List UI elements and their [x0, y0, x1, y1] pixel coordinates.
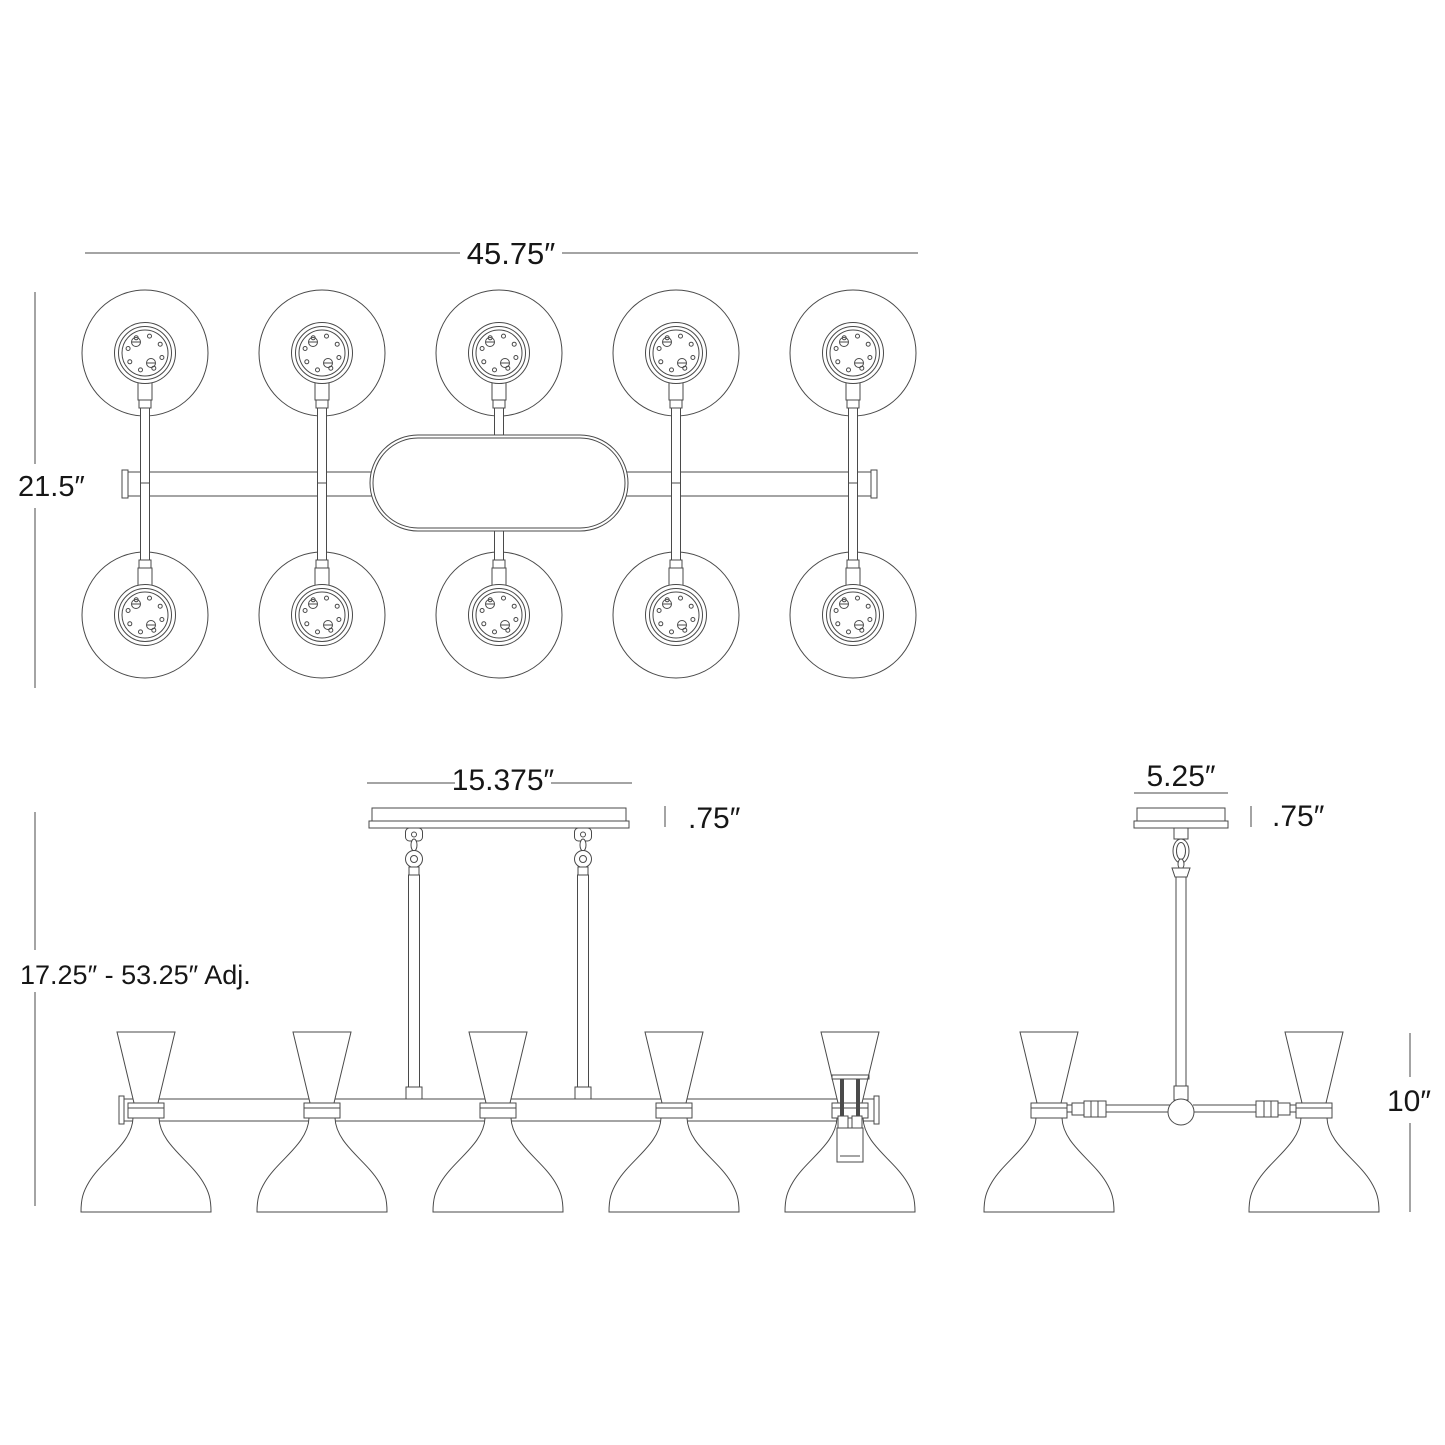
- end-canopy-thickness-label: .75″: [1272, 800, 1325, 833]
- front-hanger-left: [405, 827, 423, 1101]
- plan-width-label: 45.75″: [467, 236, 556, 271]
- front-canopy-thickness-dimension: .75″: [664, 802, 741, 835]
- end-canopy-width-label: 5.25″: [1146, 760, 1215, 793]
- end-canopy-thickness-dimension: .75″: [1250, 800, 1325, 833]
- front-adjustable-height-label: 17.25″ - 53.25″ Adj.: [20, 960, 251, 990]
- front-socket-detail: [831, 1074, 870, 1163]
- front-canopy-width-dimension: 15.375″: [367, 764, 632, 797]
- end-canopy-width-dimension: 5.25″: [1134, 760, 1228, 794]
- end-shade-height-dimension: 10″: [1387, 1033, 1431, 1212]
- front-adjustable-height-dimension: 17.25″ - 53.25″ Adj.: [20, 812, 251, 1206]
- end-chain-stem: [1171, 827, 1191, 1101]
- front-view: 15.375″ .75″ 17.25″ - 53.25″ Adj.: [20, 764, 916, 1213]
- plan-canopy-oval: [369, 434, 629, 532]
- end-canopy: [1133, 807, 1229, 829]
- plan-depth-dimension: 21.5″: [18, 292, 85, 688]
- plan-width-dimension: 45.75″: [85, 236, 918, 271]
- front-hanger-right: [574, 827, 592, 1101]
- end-shade-height-label: 10″: [1387, 1085, 1431, 1118]
- end-coupler-right: [1255, 1100, 1291, 1118]
- end-ball-joint: [1167, 1098, 1195, 1126]
- front-canopy-thickness-label: .75″: [688, 802, 741, 835]
- front-canopy-width-label: 15.375″: [452, 764, 555, 797]
- end-coupler-left: [1071, 1100, 1107, 1118]
- end-view: 5.25″ .75″ 10″: [983, 760, 1431, 1213]
- front-canopy: [368, 807, 630, 829]
- plan-view: 45.75″ 21.5″: [18, 236, 918, 688]
- plan-depth-label: 21.5″: [18, 471, 85, 503]
- end-arms: [1067, 1100, 1296, 1118]
